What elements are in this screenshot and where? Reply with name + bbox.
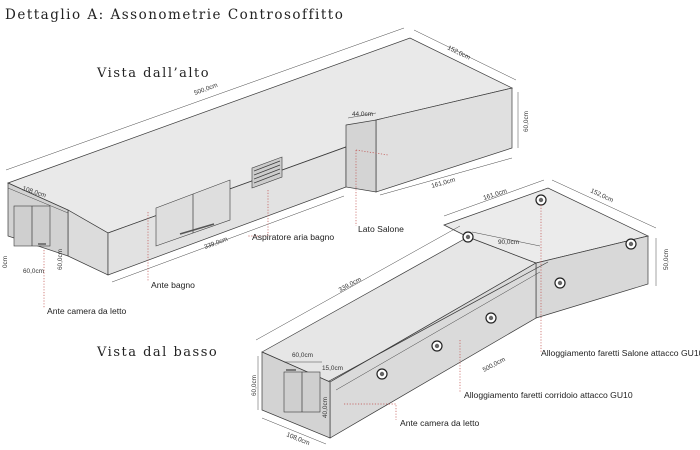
bottom-dim-line-152 bbox=[551, 179, 657, 229]
leader-aspiratore bbox=[248, 190, 269, 237]
top-view-aspiratore-grille bbox=[251, 156, 283, 189]
bottom-dim-108: 108,0cm bbox=[285, 431, 310, 447]
top-dim-line-500 bbox=[5, 27, 405, 171]
label-aspiratore: Aspiratore aria bagno bbox=[252, 232, 334, 242]
top-dim-0: 0cm bbox=[2, 256, 9, 268]
leader-ante-camera-bottom bbox=[344, 403, 397, 420]
bottom-dim-h60: 60,0cm bbox=[251, 375, 258, 396]
spotlights-salone bbox=[462, 194, 637, 289]
bottom-dim-500: 500,0cm bbox=[482, 356, 507, 374]
top-dim-60-bottom: 60,0cm bbox=[23, 268, 44, 275]
label-faretti-corridoio: Alloggiamento faretti corridoio attacco … bbox=[464, 390, 633, 400]
bottom-dim-60: 60,0cm bbox=[292, 352, 313, 359]
bottom-dim-line-90 bbox=[471, 231, 541, 247]
bottom-view-channel bbox=[319, 261, 549, 387]
bottom-dim-line-339 bbox=[255, 225, 461, 341]
top-view-heading: Vista dall’alto bbox=[96, 66, 210, 81]
bottom-view-box bbox=[255, 179, 657, 445]
bottom-dim-152: 152,0cm bbox=[589, 187, 614, 204]
top-dim-line-339 bbox=[111, 195, 345, 283]
top-dim-line-161 bbox=[379, 157, 513, 196]
top-view-box bbox=[5, 27, 519, 283]
label-ante-camera-top: Ante camera da letto bbox=[47, 306, 127, 316]
bottom-dim-40: 40,0cm bbox=[322, 397, 329, 418]
bottom-dim-line-500 bbox=[335, 271, 541, 391]
top-dim-line-108 bbox=[7, 187, 69, 214]
bottom-dim-line-108 bbox=[261, 417, 327, 445]
label-lato-salone: Lato Salone bbox=[358, 224, 404, 234]
bottom-dim-50: 50,0cm bbox=[663, 249, 670, 270]
bottom-dim-line-161 bbox=[443, 179, 545, 217]
top-dim-60-right: 60,0cm bbox=[523, 111, 530, 132]
bottom-dim-90: 90,0cm bbox=[498, 239, 519, 246]
top-dim-60-left: 60,0cm bbox=[57, 249, 64, 270]
top-dim-line-152 bbox=[413, 29, 517, 81]
bottom-dim-15: 15,0cm bbox=[322, 365, 343, 372]
spotlights-corridoio bbox=[376, 312, 497, 380]
top-view-salone-step bbox=[345, 119, 377, 193]
top-dim-44: 44,0cm bbox=[352, 111, 373, 118]
top-dim-161: 161,0cm bbox=[431, 176, 456, 189]
page-title: Dettaglio A: Assonometrie Controsoffitto bbox=[5, 7, 344, 23]
label-ante-bagno: Ante bagno bbox=[151, 280, 195, 290]
bottom-dim-339: 339,0cm bbox=[338, 276, 363, 294]
top-dim-line-44 bbox=[347, 112, 377, 119]
label-ante-camera-bottom: Ante camera da letto bbox=[400, 418, 480, 428]
bottom-dim-161: 161,0cm bbox=[482, 188, 507, 202]
bottom-view-heading: Vista dal basso bbox=[96, 345, 218, 360]
label-faretti-salone: Alloggiamento faretti Salone attacco GU1… bbox=[541, 348, 700, 358]
top-dim-500: 500,0cm bbox=[193, 82, 218, 97]
